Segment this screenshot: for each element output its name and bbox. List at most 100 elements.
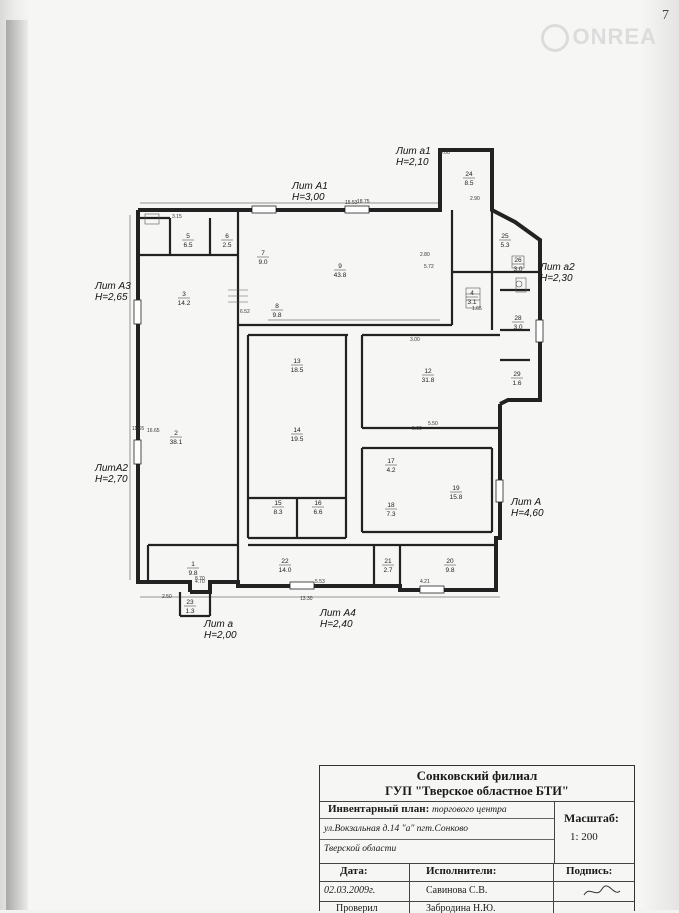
dimension-label: 6.52 <box>240 309 250 315</box>
room-area: 9.8 <box>272 312 281 319</box>
room-number: 23 <box>186 599 194 606</box>
room-area: 43.8 <box>334 272 347 279</box>
lit-A3-name: Лит А3 <box>95 281 131 292</box>
dimension-label: 3.15 <box>172 214 182 220</box>
room-label: 943.8 <box>334 263 347 279</box>
lit-a1-height: Н=2,10 <box>396 157 429 168</box>
room-label: 79.0 <box>257 250 269 266</box>
room-area: 6.6 <box>313 509 322 516</box>
dimension-label: 5.60 <box>412 426 422 432</box>
room-area: 5.3 <box>500 242 509 249</box>
lit-A3-height: Н=2,65 <box>95 292 128 303</box>
room-number: 14 <box>293 427 301 434</box>
title-block: Сонковский филиал ГУП "Тверское областно… <box>319 765 635 913</box>
room-number: 17 <box>387 458 395 465</box>
room-area: 14.2 <box>178 300 191 307</box>
room-area: 14.0 <box>279 567 292 574</box>
lit-a2-name: Лит а2 <box>540 262 575 273</box>
room-label: 291.6 <box>511 371 523 387</box>
room-area: 3.0 <box>513 266 522 273</box>
room-number: 1 <box>191 561 195 568</box>
org-row: Сонковский филиал ГУП "Тверское областно… <box>320 766 634 802</box>
object-cell: Инвентарный план: торгового центра ул.Во… <box>320 801 555 863</box>
lit-a-name: Лит а <box>204 619 234 630</box>
date-label: Дата: <box>320 863 410 881</box>
room-area: 18.5 <box>291 367 304 374</box>
lit-a-height: Н=2,00 <box>204 630 237 641</box>
room-number: 2 <box>174 430 178 437</box>
room-number: 8 <box>275 303 279 310</box>
dimension-label: 2.80 <box>420 252 430 258</box>
dimension-label: 4.21 <box>420 579 430 585</box>
lit-A4-name: Лит А4 <box>320 608 356 619</box>
room-label: 314.2 <box>178 291 191 307</box>
check-row: Проверил Забродина Н.Ю. <box>320 901 634 913</box>
inner-walls <box>138 210 540 618</box>
room-area: 1.3 <box>185 608 194 615</box>
room-label: 212.7 <box>382 558 394 574</box>
org-line2: ГУП "Тверское областное БТИ" <box>385 784 569 798</box>
dimension-label: 1.65 <box>472 306 482 312</box>
exec-value: Савинова С.В. <box>410 881 554 901</box>
header-row: Дата: Исполнители: Подпись: <box>320 863 634 882</box>
room-label: 19.8 <box>187 561 199 577</box>
room-number: 3 <box>182 291 186 298</box>
room-number: 21 <box>384 558 392 565</box>
room-area: 3.0 <box>513 324 522 331</box>
room-area: 2.7 <box>383 567 392 574</box>
object-row: Инвентарный план: торгового центра ул.Во… <box>320 801 634 864</box>
lit-A2-name: ЛитА2 <box>95 463 128 474</box>
room-number: 18 <box>387 502 395 509</box>
plan-line: Инвентарный план: торгового центра <box>328 803 507 815</box>
room-label: 209.8 <box>444 558 456 574</box>
room-number: 29 <box>513 371 521 378</box>
org-line1: Сонковский филиал <box>416 768 538 783</box>
plan-label: Инвентарный план: <box>328 803 430 815</box>
dimension-label: 8.70 <box>195 576 205 582</box>
room-number: 26 <box>514 257 522 264</box>
room-area: 9.8 <box>188 570 197 577</box>
dimension-label: 9.00 <box>440 150 450 156</box>
date-value: 02.03.2009г. <box>320 881 410 901</box>
lit-A4-height: Н=2,40 <box>320 619 353 630</box>
lit-A1-name: Лит А1 <box>292 181 328 192</box>
scale-value: 1: 200 <box>570 831 598 843</box>
scale-label: Масштаб: <box>564 811 619 825</box>
dimension-label: 4.70 <box>195 579 205 585</box>
room-label: 174.2 <box>385 458 397 474</box>
room-number: 12 <box>424 368 432 375</box>
dimension-label: 5.53 <box>315 579 325 585</box>
room-area: 7.3 <box>386 511 395 518</box>
sign-label: Подпись: <box>566 865 613 877</box>
watermark-logo: ONREA <box>540 24 657 53</box>
house-icon <box>540 24 569 53</box>
windows <box>133 205 544 594</box>
room-number: 5 <box>186 233 190 240</box>
room-number: 9 <box>338 263 342 270</box>
room-label: 43.1 <box>466 290 478 306</box>
dimension-label: 13.30 <box>300 596 313 602</box>
room-number: 20 <box>446 558 454 565</box>
room-area: 8.5 <box>464 180 473 187</box>
fixtures <box>144 213 527 309</box>
signature-mark <box>583 885 621 896</box>
check-value: Забродина Н.Ю. <box>410 901 554 913</box>
room-label: 248.5 <box>463 171 475 187</box>
room-number: 24 <box>465 171 473 178</box>
region: Тверской области <box>324 844 397 854</box>
room-number: 16 <box>314 500 322 507</box>
room-area: 4.2 <box>386 467 395 474</box>
room-area: 38.1 <box>170 439 183 446</box>
room-label: 283.0 <box>512 315 524 331</box>
